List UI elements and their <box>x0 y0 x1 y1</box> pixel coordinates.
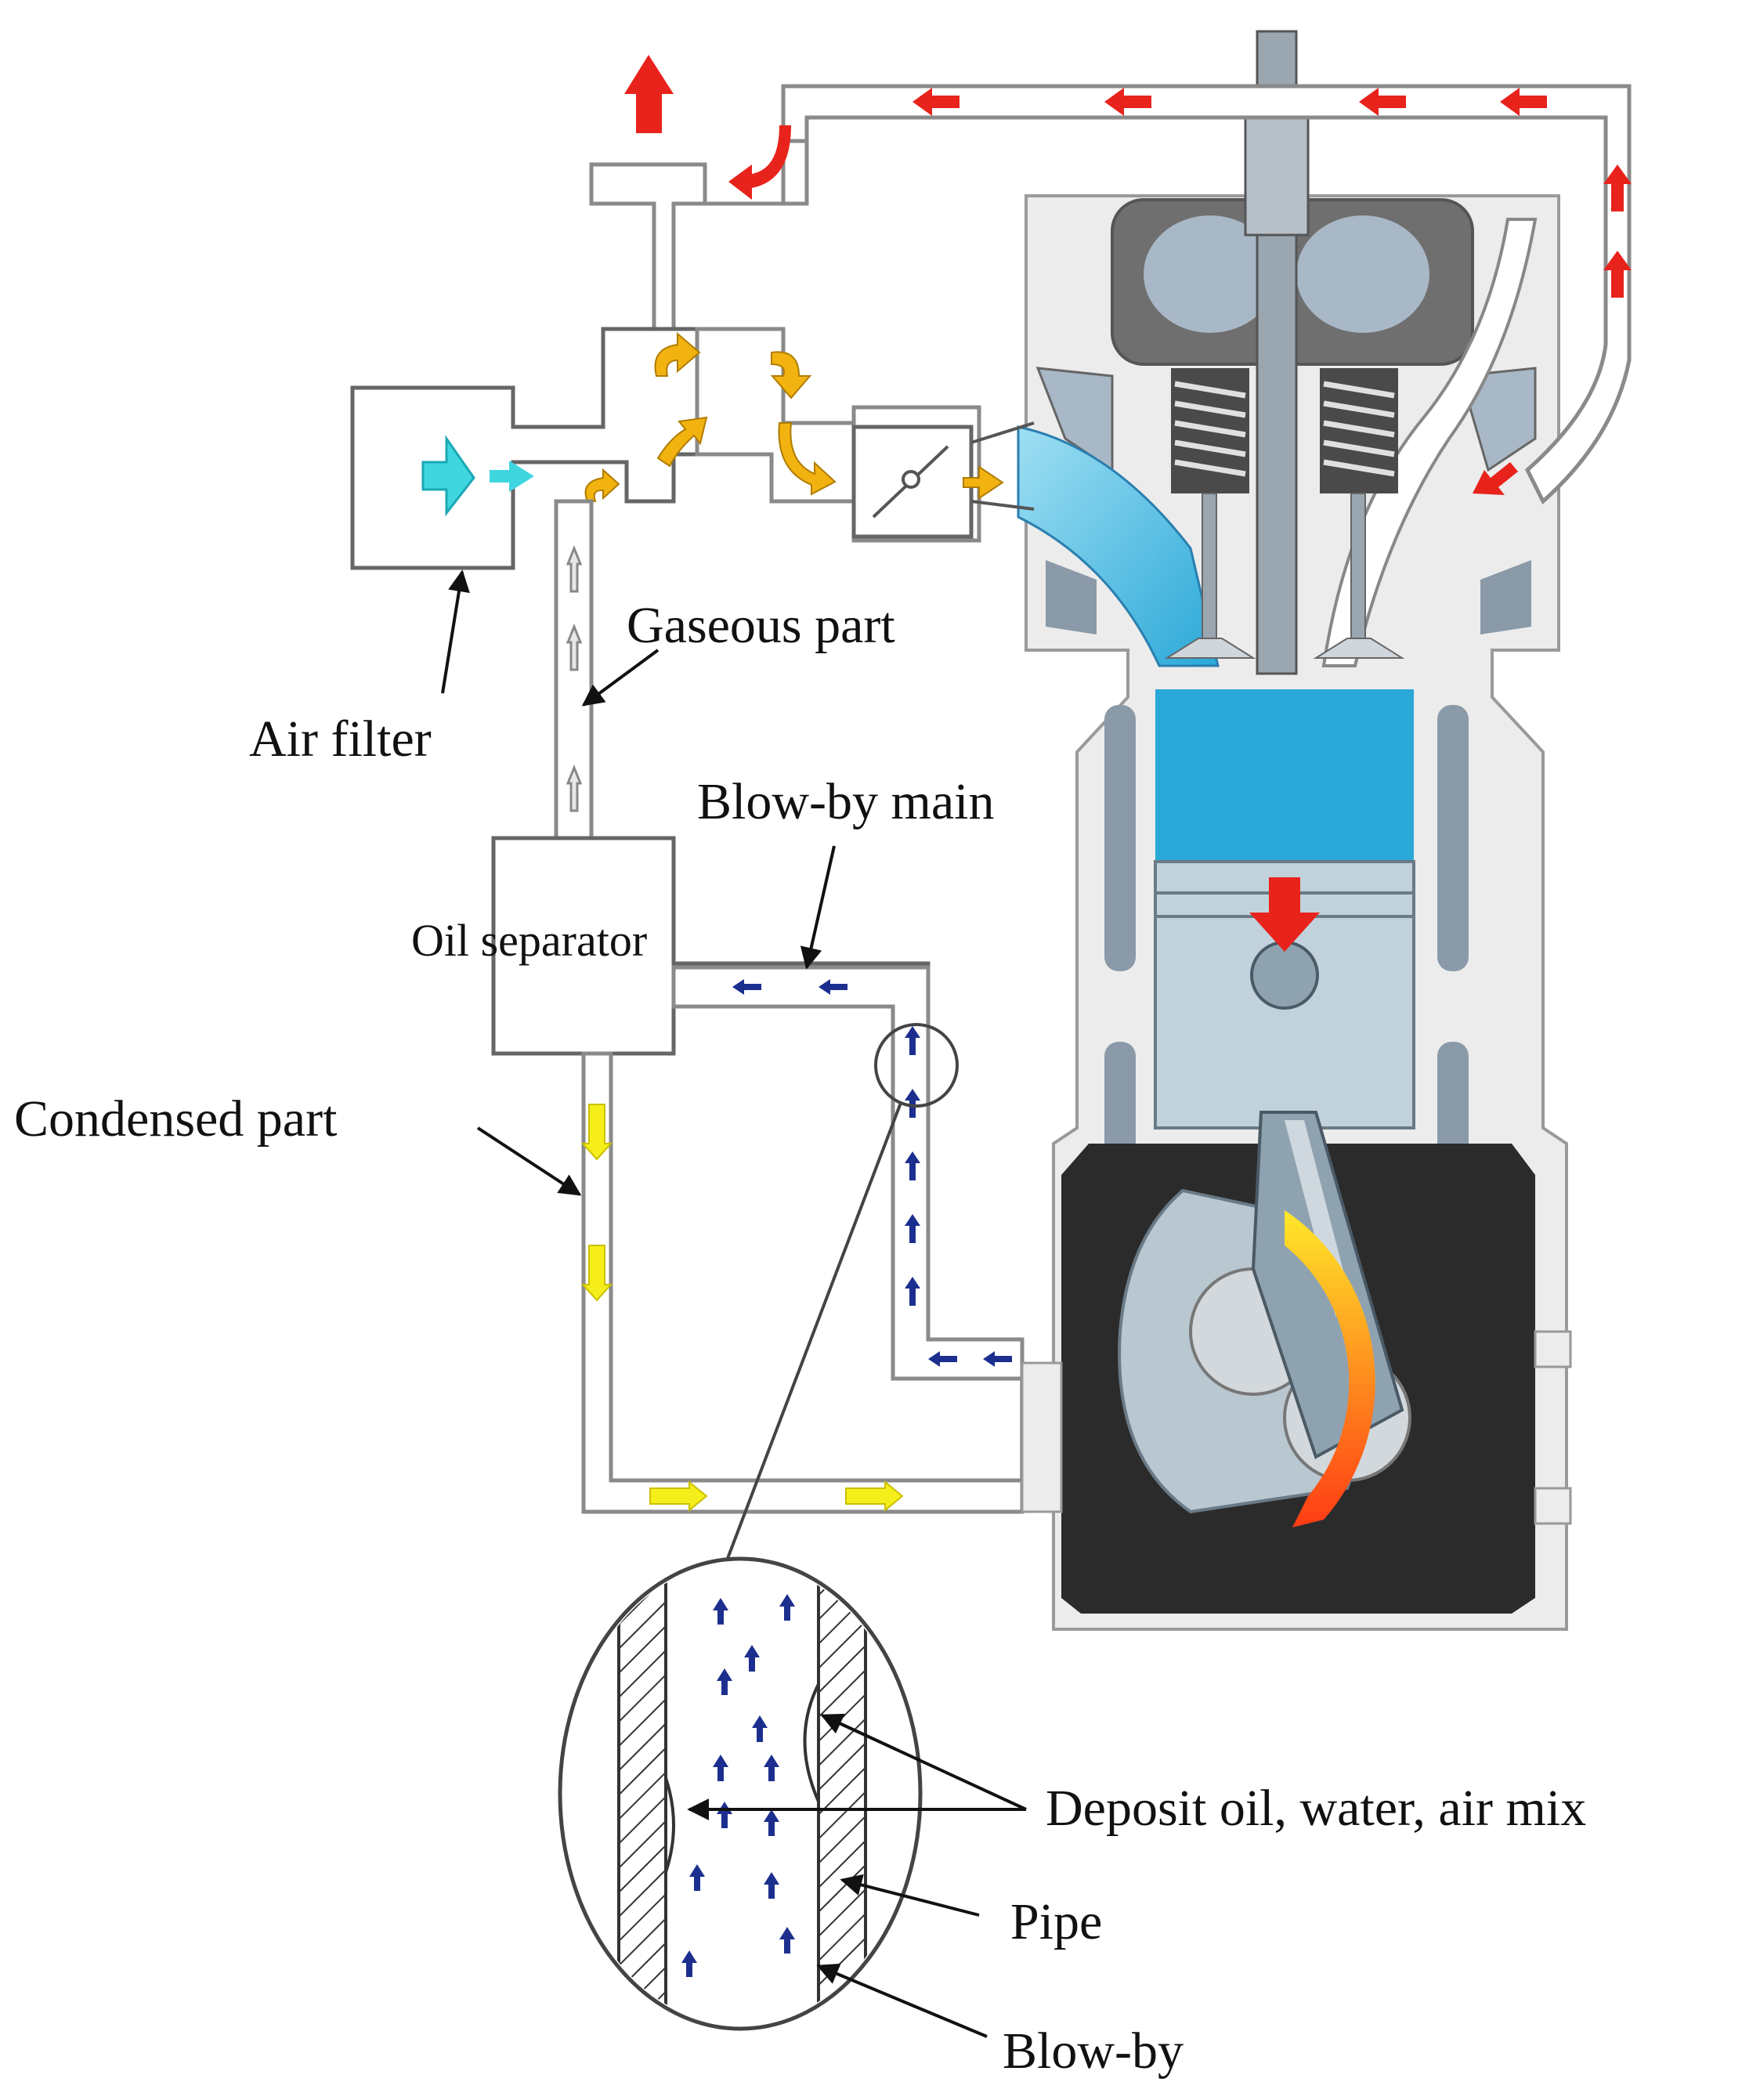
intake-path <box>350 327 1035 570</box>
exhaust-flow-arrows <box>913 88 1632 495</box>
pipe-detail-inset <box>558 1556 923 2031</box>
leader-lines <box>441 569 1027 2038</box>
exhaust-outlet-arrow <box>624 55 674 133</box>
label-air-filter: Air filter <box>249 710 432 768</box>
exhaust-duct <box>589 55 1632 505</box>
engine <box>1017 30 1572 1631</box>
exhaust-port <box>1321 218 1538 667</box>
intake-port <box>1017 425 1220 667</box>
air-filter-box <box>350 327 699 570</box>
exhaust-cam <box>1296 215 1429 333</box>
label-condensed-part: Condensed part <box>14 1090 337 1148</box>
oil-separator-box <box>491 836 676 1056</box>
combustion-chamber <box>1155 689 1414 862</box>
intake-cam <box>1144 215 1277 333</box>
valve-spring-exhaust <box>1320 368 1398 493</box>
blow-by-flow-arrows <box>732 979 1012 1367</box>
label-gaseous-part: Gaseous part <box>627 597 895 654</box>
label-blow-by: Blow-by <box>1003 2022 1184 2080</box>
condensed-flow-arrows <box>580 1104 904 1513</box>
blow-by-source-arrow <box>1249 877 1320 952</box>
gaseous-return-pipe <box>554 499 594 840</box>
label-pipe: Pipe <box>1010 1893 1102 1950</box>
crank-rotation-arrow <box>1285 1210 1375 1527</box>
label-deposit-mix: Deposit oil, water, air mix <box>1046 1780 1586 1837</box>
label-blow-by-main: Blow-by main <box>697 773 994 830</box>
label-oil-separator: Oil separator <box>411 915 647 966</box>
magnify-marker <box>874 1023 959 1108</box>
intake-flow-arrows <box>584 331 1004 502</box>
fresh-air-arrow <box>421 435 475 517</box>
valve-spring-intake <box>1171 368 1249 493</box>
